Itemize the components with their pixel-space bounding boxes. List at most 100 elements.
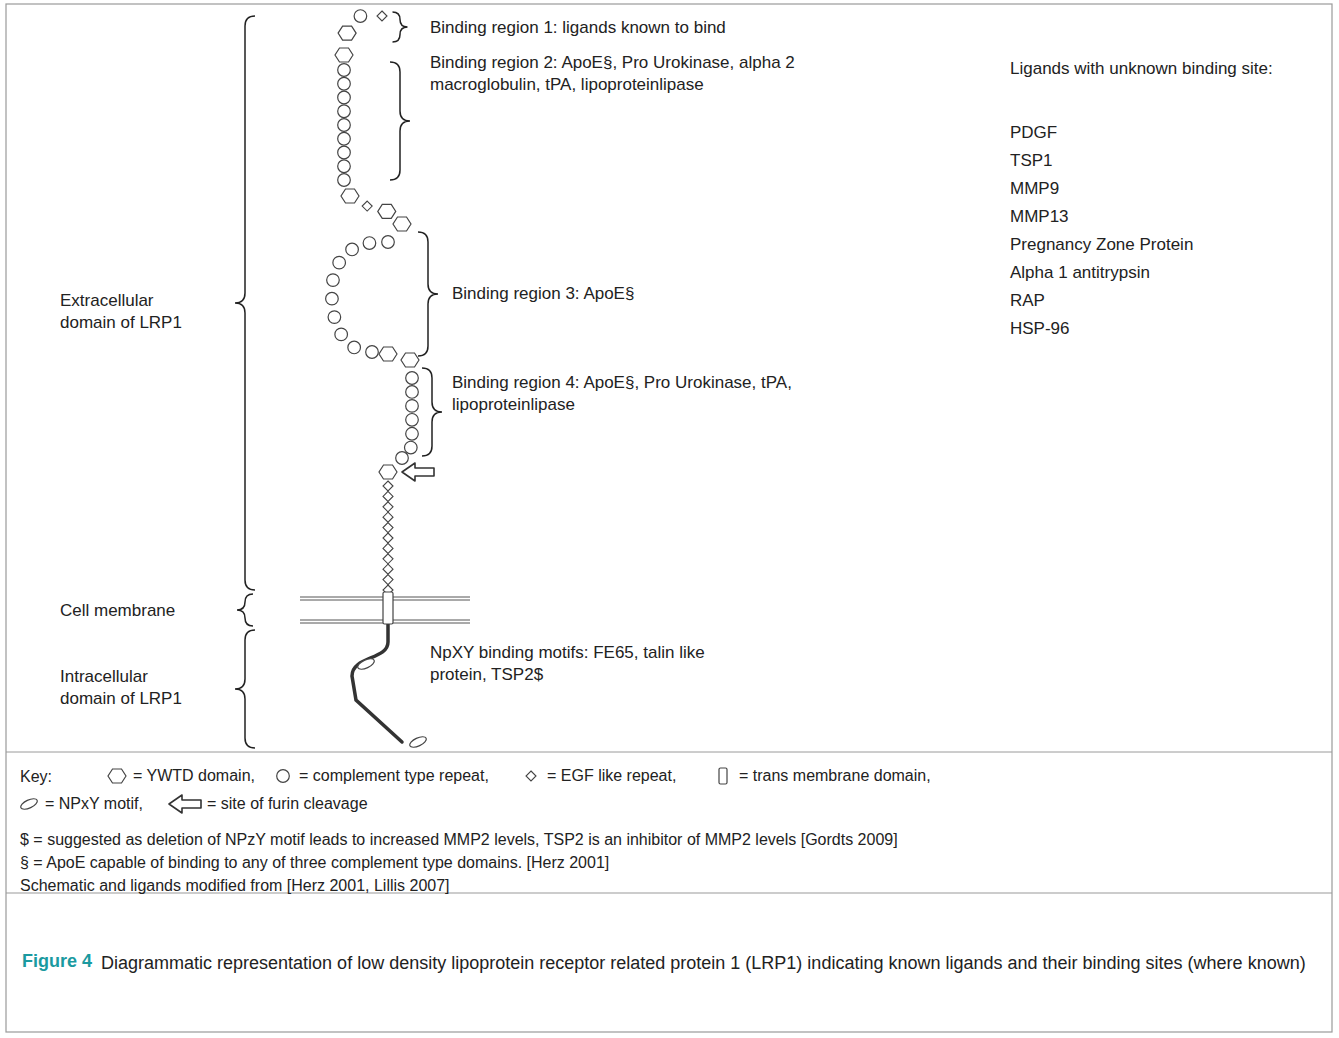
complement-repeat (406, 400, 419, 413)
ligand-name: Alpha 1 antitrypsin (1010, 262, 1150, 284)
npxy-motif (408, 735, 428, 750)
complement-repeat (406, 427, 419, 440)
legend-item: = complement type repeat, (272, 766, 489, 786)
transmembrane-symbol (719, 768, 727, 784)
legend-text: = site of furin cleavage (207, 794, 368, 814)
legend-symbol (166, 794, 202, 814)
legend-symbol (520, 766, 542, 786)
egf-repeat (383, 554, 393, 564)
ligand-name: PDGF (1010, 122, 1057, 144)
egf-repeat (383, 502, 393, 512)
curly-brace (393, 12, 408, 42)
furin-arrow (402, 463, 434, 481)
egf-repeat (383, 512, 393, 522)
ywtd-domain (393, 217, 411, 231)
ywtd-domain (379, 347, 397, 361)
egf-repeat (383, 575, 393, 585)
ywtd-domain (341, 189, 359, 203)
complement-repeat (406, 414, 419, 427)
complement-repeat (277, 770, 290, 783)
legend-symbol (272, 766, 294, 786)
separator-line (6, 752, 1332, 753)
ywtd-domain (379, 465, 397, 479)
ligand-name: MMP13 (1010, 206, 1069, 228)
complement-repeat (363, 237, 376, 250)
region-label: Binding region 1: ligands known to bind (430, 17, 726, 39)
complement-repeat (406, 372, 419, 385)
complement-repeat (346, 243, 359, 256)
ligand-name: Pregnancy Zone Protein (1010, 234, 1193, 256)
curly-brace (390, 62, 410, 180)
complement-repeat (338, 174, 351, 187)
complement-repeat (335, 328, 348, 341)
footnote: § = ApoE capable of binding to any of th… (20, 853, 609, 874)
legend-item: = EGF like repeat, (520, 766, 676, 786)
ligand-name: MMP9 (1010, 178, 1059, 200)
curly-brace (237, 594, 253, 626)
domain-label: Extracellular domain of LRP1 (60, 290, 200, 334)
complement-repeat (338, 91, 351, 104)
ligand-name: RAP (1010, 290, 1045, 312)
complement-repeat (326, 292, 339, 305)
egf-repeat (526, 771, 536, 781)
legend-item: = NPxY motif, (18, 794, 143, 814)
figure-caption: Diagrammatic representation of low densi… (22, 950, 1317, 976)
complement-repeat (348, 341, 361, 354)
complement-repeat (328, 311, 341, 324)
legend-item: = site of furin cleavage (166, 794, 368, 814)
domain-label: Intracellular domain of LRP1 (60, 666, 200, 710)
key-heading: Key: (20, 767, 52, 788)
ywtd-domain (335, 48, 353, 62)
intracellular-tail (352, 624, 428, 749)
legend-symbol (18, 794, 40, 814)
legend-text: = complement type repeat, (299, 766, 489, 786)
egf-repeat (383, 491, 393, 501)
list-heading: Ligands with unknown binding site: (1010, 58, 1273, 80)
complement-repeat (338, 146, 351, 159)
ywtd-domain (401, 353, 419, 367)
npxy-motif (356, 657, 376, 672)
source-note: Schematic and ligands modified from [Her… (20, 876, 450, 897)
complement-repeat (396, 452, 409, 465)
egf-repeat (377, 11, 387, 21)
complement-repeat (338, 77, 351, 90)
region-label: Binding region 4: ApoE§, Pro Urokinase, … (452, 372, 822, 416)
complement-repeat (366, 346, 379, 359)
complement-repeat (338, 119, 351, 132)
complement-repeat (405, 441, 418, 454)
motif-label: NpXY binding motifs: FE65, talin like pr… (430, 642, 760, 686)
tail-line (352, 624, 402, 742)
furin-arrow (169, 795, 201, 813)
egf-repeat (383, 533, 393, 543)
curly-brace (422, 368, 442, 456)
complement-repeat (338, 105, 351, 118)
figure-frame (6, 4, 1332, 1032)
curly-brace (235, 630, 255, 748)
complement-repeat (382, 236, 395, 249)
legend-text: = YWTD domain, (133, 766, 255, 786)
complement-repeat (338, 64, 351, 77)
ligand-name: TSP1 (1010, 150, 1053, 172)
complement-repeat (354, 10, 367, 23)
legend-item: = trans membrane domain, (712, 766, 931, 786)
region-label: Binding region 3: ApoE§ (452, 283, 634, 305)
complement-repeat (338, 132, 351, 145)
complement-repeat (338, 160, 351, 173)
curly-brace (418, 232, 438, 356)
legend-text: = trans membrane domain, (739, 766, 931, 786)
complement-repeat (327, 274, 340, 287)
region-label: Binding region 2: ApoE§, Pro Urokinase, … (430, 52, 870, 96)
footnote: $ = suggested as deletion of NPzY motif … (20, 830, 898, 851)
npxy-motif (19, 797, 39, 812)
egf-repeat (383, 564, 393, 574)
egf-repeat (383, 481, 393, 491)
legend-symbol (106, 766, 128, 786)
complement-repeat (333, 256, 346, 269)
transmembrane-domain (383, 592, 393, 624)
legend-symbol (712, 766, 734, 786)
domain-label: Cell membrane (60, 600, 175, 622)
ywtd-domain (378, 204, 396, 218)
egf-repeat (383, 523, 393, 533)
egf-repeat (383, 543, 393, 553)
ywtd-domain (108, 769, 126, 783)
